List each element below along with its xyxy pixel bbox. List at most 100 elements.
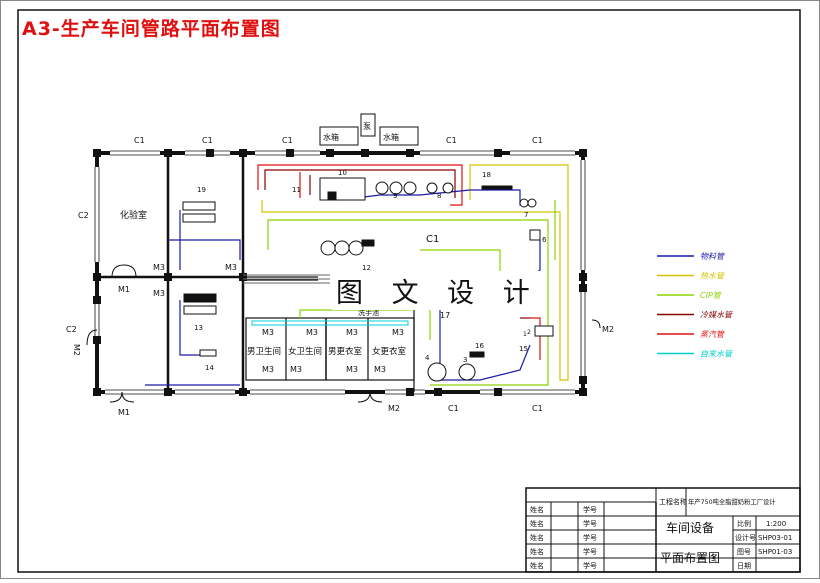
column-square [93,149,101,157]
code-m3: M3 [290,365,302,374]
equip-13: 13 [194,324,203,332]
code-m2: M2 [72,344,81,356]
code-m2: M2 [388,404,400,413]
title-block [525,487,801,573]
inner-frame [17,9,801,573]
tb-project-value: 年产750吨全脂甜奶粉工厂设计 [688,497,776,506]
equip-8: 8 [437,192,441,200]
equip-10: 10 [338,169,347,177]
code-c1: C1 [448,404,459,413]
label-pump: 泵 [363,122,371,131]
room-male-toilet: 男卫生间 [247,346,281,357]
label-water-tank-right: 水箱 [383,132,399,142]
code-c1: C1 [202,136,213,145]
column-square [164,149,172,157]
tb-project-label: 工程名称 [659,497,687,506]
doors [86,264,601,403]
column-square [494,149,502,157]
code-m3: M3 [153,263,165,272]
code-c1: C1 [426,234,439,245]
equip-4: 4 [425,354,430,362]
room-hand-wash: 洗手池 [358,308,379,317]
legend-label: 热水管 [700,272,726,281]
top-utility-boxes [319,113,419,146]
equip-9: 9 [393,192,397,200]
column-square [579,388,587,396]
tb-name-label: 姓名 [530,561,544,570]
code-m3: M3 [262,365,274,374]
equip-15: 15 [519,345,528,353]
column-square [206,149,214,157]
drawing-title: A3-生产车间管路平面布置图 [22,18,281,40]
equip-1: 1 [523,331,527,338]
equip-14: 14 [205,364,214,372]
tb-scale-value: 1:200 [766,520,786,528]
tb-student-id-label: 学号 [583,547,597,556]
code-c1: C1 [134,136,145,145]
column-square [164,273,172,281]
code-m1: M1 [118,408,130,417]
column-square [239,149,247,157]
tb-drawing-name-1: 车间设备 [666,520,714,535]
code-c2: C2 [78,211,89,220]
tb-date-label: 日期 [737,562,751,570]
equip-18: 18 [482,171,491,179]
equip-19: 19 [197,186,206,194]
equip-11: 11 [292,186,301,194]
watermark-text: 图 文 设 计 [332,271,544,310]
equip-17: 17 [440,311,450,320]
building-walls [94,150,586,395]
code-m3: M3 [346,328,358,337]
code-m3: M3 [153,289,165,298]
tb-drawing-no-label: 图号 [737,548,751,556]
code-m3: M3 [306,328,318,337]
room-male-locker: 男更衣室 [328,346,363,357]
column-square [494,388,502,396]
equip-2: 2 [527,329,531,336]
tb-student-id-label: 学号 [583,561,597,570]
column-square [579,149,587,157]
tb-scale-label: 比例 [737,519,751,528]
legend-label: 蒸汽管 [700,330,726,339]
tb-design-no-value: SHP03-01 [758,534,792,542]
code-m1: M1 [118,285,130,294]
room-female-toilet: 女卫生间 [288,346,322,357]
column-square [361,149,369,157]
tb-name-label: 姓名 [530,519,544,528]
code-c2: C2 [66,325,77,334]
column-square [326,149,334,157]
plan-labels: 水箱 泵 水箱 C1 C1 C1 C1 C1 C1 C1 C1 C2 C2 M1… [66,122,614,417]
equip-6: 6 [542,236,547,244]
column-square [93,296,101,304]
equip-3: 3 [463,356,467,364]
tb-student-id-label: 学号 [583,505,597,514]
column-square [239,388,247,396]
pipelines [145,164,569,386]
code-c1: C1 [282,136,293,145]
tb-name-label: 姓名 [530,505,544,514]
title-block-text: 工程名称 年产750吨全脂甜奶粉工厂设计 车间设备 平面布置图 比例 1:200… [530,497,792,570]
equip-7: 7 [524,211,528,219]
tb-student-id-label: 学号 [583,533,597,542]
equip-12: 12 [362,264,371,272]
column-square [239,273,247,281]
legend-label: 自来水管 [700,350,734,359]
legend-label: 冷媒水管 [700,311,734,320]
code-c1: C1 [532,136,543,145]
column-square [93,388,101,396]
label-water-tank-left: 水箱 [323,132,339,142]
column-square [434,388,442,396]
room-female-locker: 女更衣室 [372,346,407,357]
tb-design-no-label: 设计号 [735,533,756,542]
legend-label: 物料管 [700,252,726,261]
code-c1: C1 [532,404,543,413]
tb-drawing-no-value: SHP01-03 [758,548,792,556]
code-c1: C1 [446,136,457,145]
column-square [93,336,101,344]
column-square [406,388,414,396]
column-square [406,149,414,157]
code-m3: M3 [392,328,404,337]
